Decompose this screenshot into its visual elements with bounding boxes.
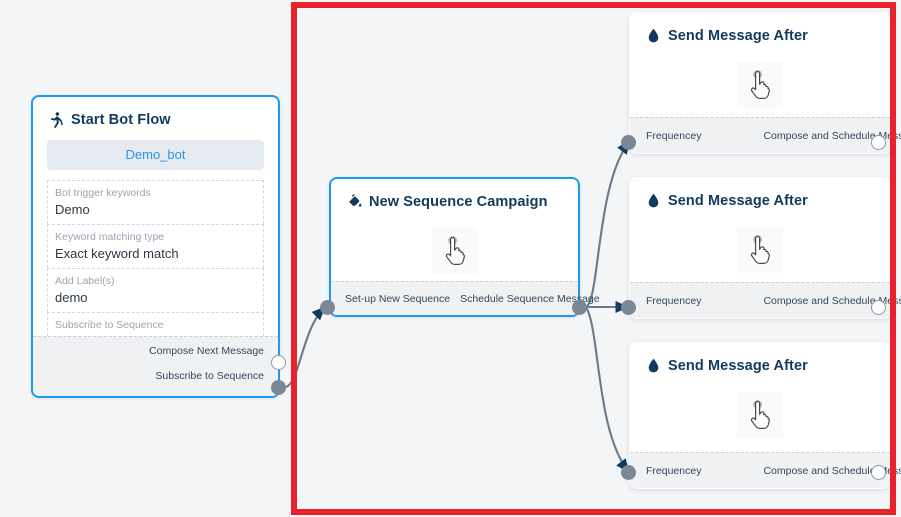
output-row-compose-next-message[interactable]: Compose Next Message <box>149 345 264 357</box>
output-port-compose-and-schedule-message-1[interactable] <box>871 135 886 150</box>
campaign-port-footer: Set-up New Sequence Schedule Sequence Me… <box>331 281 600 315</box>
node-send-message-after-2[interactable]: Send Message After Frequencey Compose an… <box>629 177 901 319</box>
input-port-label: Frequencey <box>646 464 702 477</box>
running-person-icon <box>49 111 64 128</box>
field-label: Add Label(s) <box>55 275 115 287</box>
field-label: Keyword matching type <box>55 231 165 243</box>
input-port-label: Frequencey <box>646 129 702 142</box>
node-title-start-bot-flow: Start Bot Flow <box>33 97 278 138</box>
node-title-label: Send Message After <box>668 27 808 44</box>
output-port-schedule-sequence-message[interactable] <box>572 300 587 315</box>
node-title-send-message-after: Send Message After <box>630 343 890 384</box>
node-title-new-sequence-campaign: New Sequence Campaign <box>331 179 578 220</box>
field-row[interactable]: Add Label(s) demo <box>47 268 264 312</box>
output-port-label: Compose and Schedule Message <box>763 464 901 477</box>
hand-pointer-icon <box>737 392 783 438</box>
node-start-bot-flow[interactable]: Start Bot Flow Demo_bot Bot trigger keyw… <box>31 95 280 398</box>
hand-pointer-icon <box>737 62 783 108</box>
node-title-label: Send Message After <box>668 357 808 374</box>
send-message-port-footer: Frequencey Compose and Schedule Message <box>630 452 901 488</box>
input-port-frequencey-1[interactable] <box>621 135 636 150</box>
field-value: Exact keyword match <box>55 246 179 261</box>
field-label: Subscribe to Sequence <box>55 319 164 331</box>
output-port-subscribe-to-sequence[interactable] <box>271 380 286 395</box>
node-title-send-message-after: Send Message After <box>630 13 890 54</box>
start-node-field-list: Bot trigger keywords Demo Keyword matchi… <box>47 180 264 357</box>
droplet-icon <box>646 192 661 209</box>
node-body-send-message-after <box>630 219 890 297</box>
field-label: Bot trigger keywords <box>55 187 151 199</box>
node-title-label: Start Bot Flow <box>71 111 171 128</box>
output-port-label: Compose and Schedule Message <box>763 129 901 142</box>
field-value: Demo <box>55 202 90 217</box>
node-body-send-message-after <box>630 384 890 462</box>
send-message-port-footer: Frequencey Compose and Schedule Message <box>630 117 901 153</box>
node-new-sequence-campaign[interactable]: New Sequence Campaign Set-up New Sequenc… <box>329 177 600 317</box>
node-send-message-after-1[interactable]: Send Message After Frequencey Compose an… <box>629 12 901 154</box>
input-port-label: Frequencey <box>646 294 702 307</box>
node-body-send-message-after <box>630 54 890 132</box>
node-title-send-message-after: Send Message After <box>630 178 890 219</box>
output-port-compose-and-schedule-message-2[interactable] <box>871 300 886 315</box>
output-port-label: Compose Next Message <box>149 345 264 357</box>
output-port-label: Schedule Sequence Message <box>460 292 600 305</box>
input-port-label: Set-up New Sequence <box>345 292 451 305</box>
output-port-label: Compose and Schedule Message <box>763 294 901 307</box>
input-port-frequencey-2[interactable] <box>621 300 636 315</box>
droplet-icon <box>646 27 661 44</box>
hand-pointer-icon <box>431 228 478 274</box>
field-value: demo <box>55 290 88 305</box>
output-port-compose-next-message[interactable] <box>271 355 286 370</box>
output-port-compose-and-schedule-message-3[interactable] <box>871 465 886 480</box>
output-port-label: Subscribe to Sequence <box>155 370 264 382</box>
paint-pour-icon <box>347 193 362 210</box>
field-row[interactable]: Keyword matching type Exact keyword matc… <box>47 224 264 268</box>
input-port-frequencey-3[interactable] <box>621 465 636 480</box>
start-node-output-footer: Compose Next Message Subscribe to Sequen… <box>33 336 278 396</box>
node-title-label: New Sequence Campaign <box>369 193 548 210</box>
hand-pointer-icon <box>737 227 783 273</box>
node-title-label: Send Message After <box>668 192 808 209</box>
droplet-icon <box>646 357 661 374</box>
node-send-message-after-3[interactable]: Send Message After Frequencey Compose an… <box>629 342 901 489</box>
bot-name-pill[interactable]: Demo_bot <box>47 140 264 170</box>
output-row-subscribe-to-sequence[interactable]: Subscribe to Sequence <box>155 370 264 382</box>
field-row[interactable]: Bot trigger keywords Demo <box>47 180 264 224</box>
input-port-setup-new-sequence[interactable] <box>320 300 335 315</box>
node-body-new-sequence-campaign <box>331 220 578 298</box>
send-message-port-footer: Frequencey Compose and Schedule Message <box>630 282 901 318</box>
